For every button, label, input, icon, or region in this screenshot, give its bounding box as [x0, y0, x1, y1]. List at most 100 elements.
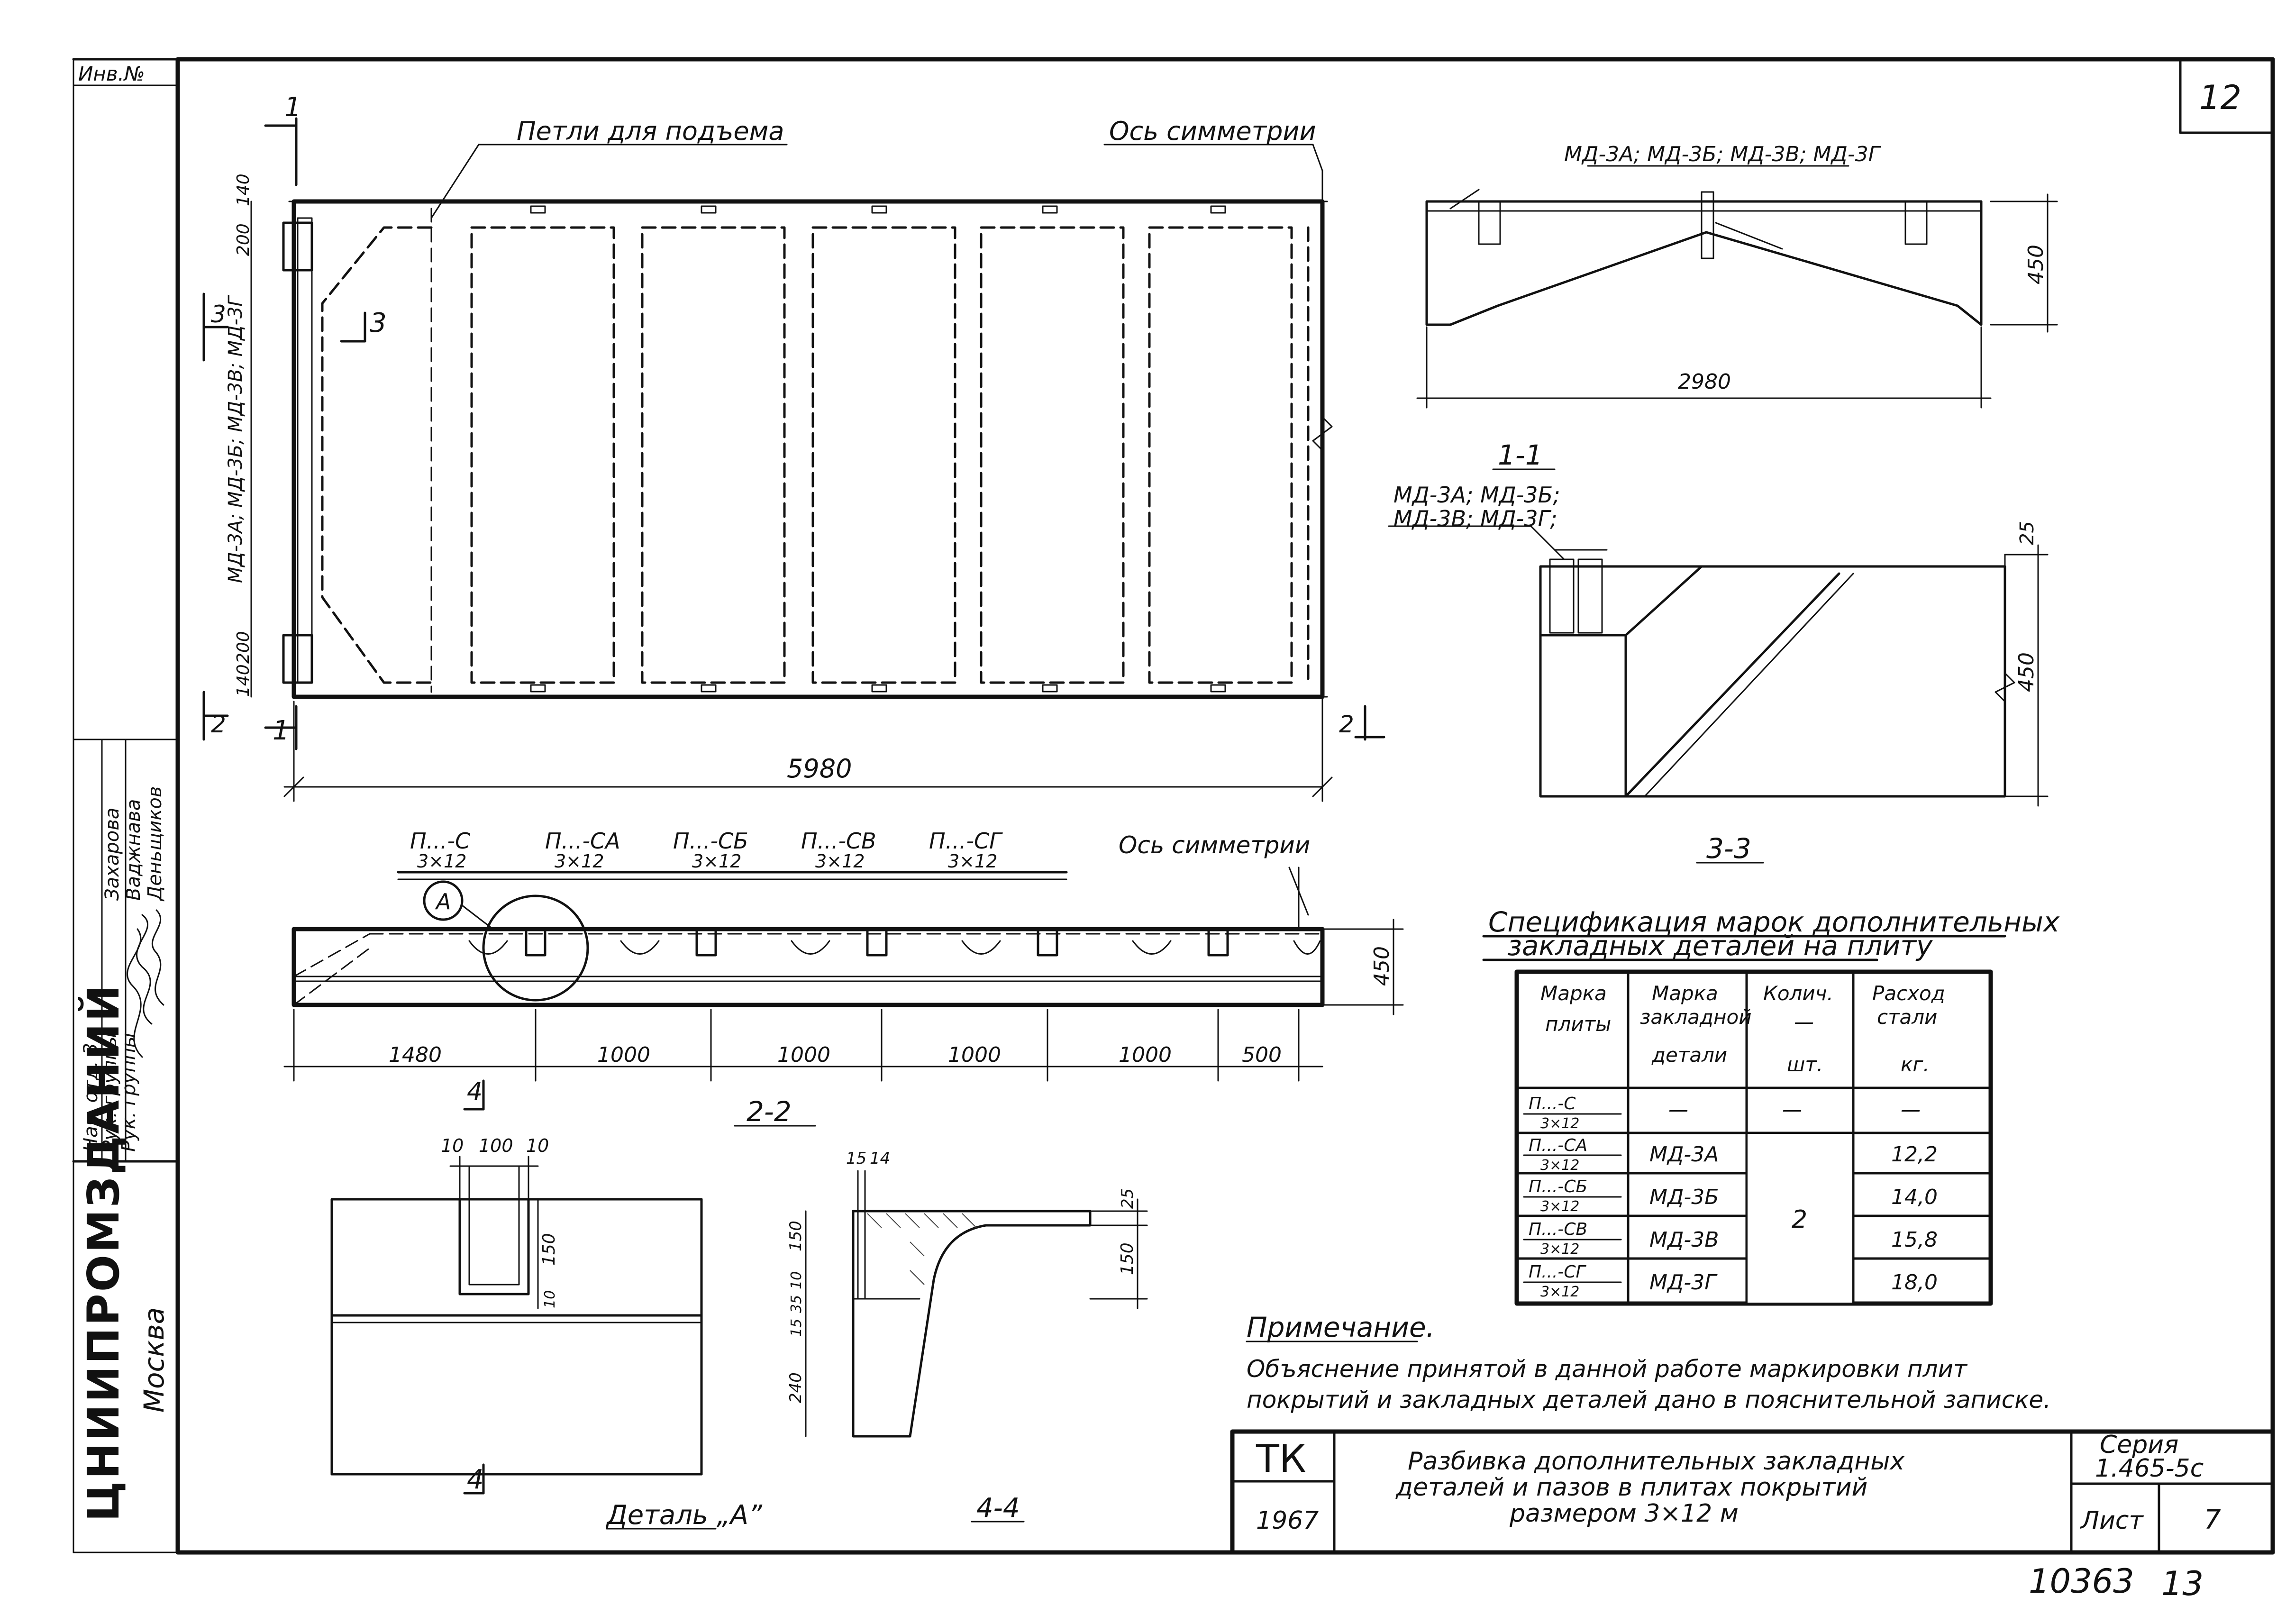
section-2-2-mark-1-num: П...-С — [410, 828, 470, 854]
plan-symmetry-axis-label: Ось симметрии — [1109, 116, 1316, 146]
plan-section-mark-1-top: 1 — [284, 92, 301, 123]
section-3-3-caption: 3-3 — [1706, 832, 1751, 865]
plan-dim-top-140: 140 — [234, 173, 253, 206]
section-2-2-height: 450 — [1370, 946, 1394, 986]
section-4-4-left-dim-35: 35 — [788, 1295, 805, 1313]
spec-row-4-plate-den: 3×12 — [1540, 1241, 1579, 1258]
spec-fraction-lines — [1523, 1113, 1622, 1283]
spec-header-detail-1: Марка — [1652, 982, 1718, 1005]
plan-section-mark-3-inner: 3 — [370, 308, 387, 338]
section-3-3-embed-label-2: МД-3В; МД-3Г; — [1393, 506, 1557, 531]
org-city: Москва — [138, 1307, 170, 1413]
sheet-label: Лист — [2080, 1506, 2144, 1535]
section-1-1-width: 2980 — [1678, 370, 1731, 394]
plan-embed-label-vertical: МД-3А; МД-3Б; МД-3В; МД-3Г — [225, 295, 246, 583]
section-2-2-dim-6: 500 — [1242, 1043, 1282, 1067]
spec-row-4-plate-num: П...-СВ — [1529, 1220, 1587, 1239]
spec-header-qty-3: шт. — [1787, 1053, 1823, 1076]
detail-a-section-mark: 4 — [467, 1464, 484, 1495]
spec-header-qty-2: — — [1794, 1010, 1814, 1033]
section-2-2-detail-callout: А — [435, 889, 451, 914]
spec-row-5-plate-den: 3×12 — [1540, 1284, 1579, 1300]
spec-row-1-plate-num: П...-С — [1529, 1094, 1576, 1113]
spec-row-1-qty: — — [1782, 1098, 1802, 1121]
section-2-2-mark-3-den: 3×12 — [692, 851, 741, 872]
spec-header-steel-3: кг. — [1901, 1053, 1930, 1076]
title-line-3: размером 3×12 м — [1509, 1499, 1739, 1528]
spec-row-4-steel: 15,8 — [1891, 1228, 1938, 1252]
spec-merged-qty: 2 — [1792, 1205, 1807, 1234]
section-2-2-symmetry-label: Ось симметрии — [1119, 831, 1310, 859]
role-2: Рук. группы — [99, 1033, 121, 1152]
plan-section-mark-2-right: 2 — [1339, 711, 1354, 738]
spec-row-2-plate-den: 3×12 — [1540, 1157, 1579, 1174]
plan-dim-bottom-200: 200 — [234, 631, 253, 664]
sheet-value: 7 — [2204, 1505, 2221, 1535]
signatures — [127, 909, 164, 1058]
section-4-4-left-dim-10: 10 — [788, 1271, 805, 1289]
series-value: 1.465-5с — [2095, 1454, 2204, 1483]
spec-row-2-detail: МД-3А — [1649, 1142, 1719, 1167]
spec-row-3-steel: 14,0 — [1891, 1185, 1938, 1209]
plan-lifting-loops-label: Петли для подъема — [517, 116, 784, 146]
section-4-4-left-dim-15: 15 — [788, 1319, 805, 1337]
sheet-number: 12 — [2199, 78, 2241, 117]
note-line-2: покрытий и закладных деталей дано в пояс… — [1247, 1386, 2051, 1414]
spec-row-1-detail: — — [1668, 1098, 1688, 1121]
title-line-2: деталей и пазов в плитах покрытий — [1395, 1473, 1867, 1502]
role-3: Рук. группы — [118, 1033, 140, 1152]
spec-row-1-plate-den: 3×12 — [1540, 1115, 1579, 1132]
section-2-2-mark-4-num: П...-СВ — [801, 828, 876, 854]
spec-header-detail-2: закладной — [1640, 1005, 1752, 1029]
section-4-4-left-dim-150: 150 — [786, 1221, 805, 1251]
detail-a-dim-100: 100 — [479, 1135, 513, 1156]
section-1-1-height: 450 — [2024, 245, 2048, 284]
spec-table-title-2: закладных деталей на плиту — [1507, 930, 1933, 962]
section-2-2-caption: 2-2 — [747, 1095, 792, 1128]
section-4-4-caption: 4-4 — [976, 1493, 1020, 1524]
spec-header-plate-1: Марка — [1540, 982, 1607, 1005]
section-2-2 — [283, 867, 1404, 1127]
detail-a-caption: Деталь „А” — [605, 1500, 763, 1531]
spec-row-3-detail: МД-3Б — [1649, 1185, 1719, 1209]
section-4-4-top-dim-14: 14 — [870, 1149, 890, 1168]
title-line-1: Разбивка дополнительных закладных — [1408, 1447, 1905, 1476]
section-3-3 — [1388, 525, 2049, 864]
spec-row-5-steel: 18,0 — [1891, 1270, 1938, 1295]
spec-table-title-1: Спецификация марок дополнительных — [1488, 906, 2060, 938]
section-2-2-dim-3: 1000 — [777, 1043, 830, 1067]
plan-overall-length: 5980 — [787, 754, 852, 784]
plan-section-mark-2-left: 2 — [211, 711, 226, 738]
spec-row-4-detail: МД-3В — [1649, 1228, 1719, 1252]
note-line-1: Объяснение принятой в данной работе марк… — [1247, 1355, 1968, 1383]
spec-row-5-detail: МД-3Г — [1649, 1270, 1718, 1295]
spec-header-qty-1: Колич. — [1763, 982, 1833, 1005]
name-1: Захарова — [101, 808, 123, 901]
plan-section-mark-1-bottom: 1 — [273, 715, 290, 746]
section-2-2-mark-4-den: 3×12 — [815, 851, 865, 872]
detail-a-dim-10-right: 10 — [526, 1135, 549, 1156]
plan-dim-bottom-140: 140 — [234, 664, 253, 697]
archive-number: 10363 — [2029, 1562, 2134, 1601]
detail-a-dim-10-left: 10 — [441, 1135, 464, 1156]
org-name: ЦНИИПРОМЗДАНИЙ — [78, 983, 129, 1522]
section-2-2-dim-2: 1000 — [597, 1043, 650, 1067]
detail-a — [330, 1156, 717, 1530]
spec-row-1-steel: — — [1901, 1098, 1921, 1121]
section-2-2-mark-1-den: 3×12 — [417, 851, 466, 872]
plan-dim-top-200: 200 — [234, 223, 253, 256]
section-2-2-dim-5: 1000 — [1119, 1043, 1172, 1067]
name-3: Деньщиков — [144, 786, 166, 902]
section-3-3-top-dim: 25 — [2016, 521, 2038, 545]
role-1: Нач. отд. 3 — [80, 1043, 102, 1152]
section-1-1 — [1416, 165, 2058, 470]
inventory-stamp: Инв.№ — [78, 62, 145, 85]
spec-table — [1482, 935, 2006, 1306]
section-4-4-top-dim-15: 15 — [846, 1149, 866, 1168]
section-1-1-caption: 1-1 — [1498, 439, 1543, 471]
section-2-2-dim-1: 1480 — [389, 1043, 442, 1067]
spec-row-5-plate-num: П...-СГ — [1529, 1262, 1587, 1282]
section-4-4-left-dim-240: 240 — [786, 1372, 805, 1403]
spec-header-detail-3: детали — [1651, 1043, 1727, 1067]
